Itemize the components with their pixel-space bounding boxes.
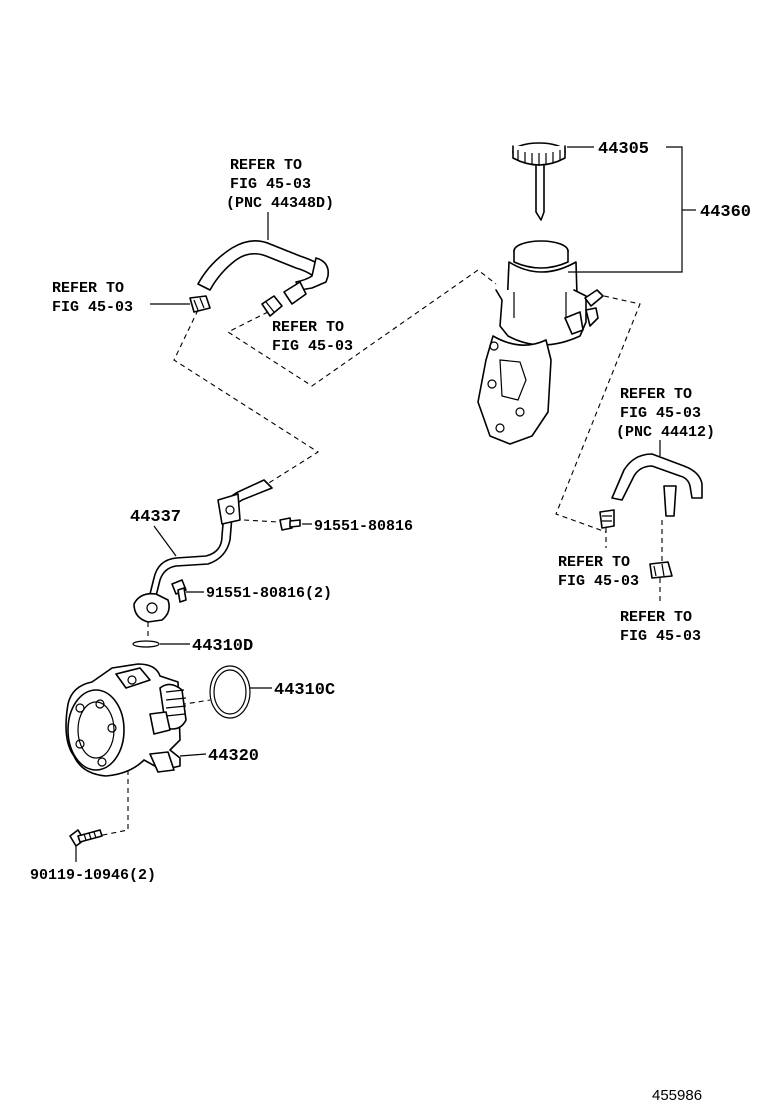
svg-text:REFER TO: REFER TO: [230, 157, 302, 174]
ref-clamp-mid: REFER TO FIG 45-03: [272, 319, 353, 355]
svg-text:FIG 45-03: FIG 45-03: [620, 628, 701, 645]
oring-small[interactable]: [132, 640, 160, 648]
svg-text:(PNC 44348D): (PNC 44348D): [226, 195, 334, 212]
svg-text:REFER TO: REFER TO: [52, 280, 124, 297]
label-pump-bolt: 90119-10946(2): [30, 867, 156, 884]
power-steering-reservoir[interactable]: [477, 240, 604, 445]
svg-text:REFER TO: REFER TO: [558, 554, 630, 571]
label-pump: 44320: [208, 747, 259, 766]
hose-clamp-right-a: [599, 509, 615, 529]
svg-text:FIG 45-03: FIG 45-03: [230, 176, 311, 193]
label-reservoir: 44360: [700, 203, 751, 222]
ref-clamp-left: REFER TO FIG 45-03: [52, 280, 133, 316]
label-bolt-lower: 91551-80816(2): [206, 585, 332, 602]
power-steering-pump[interactable]: [65, 663, 187, 777]
return-hose: [197, 240, 330, 305]
svg-text:FIG 45-03: FIG 45-03: [52, 299, 133, 316]
reservoir-cap[interactable]: [512, 142, 566, 221]
bolt-lower[interactable]: [171, 579, 187, 603]
label-oring-small: 44310D: [192, 637, 253, 656]
ref-clamp-right-a: REFER TO FIG 45-03: [558, 554, 639, 590]
supply-hose: [611, 453, 703, 517]
svg-text:REFER TO: REFER TO: [272, 319, 344, 336]
svg-text:FIG 45-03: FIG 45-03: [558, 573, 639, 590]
svg-text:FIG 45-03: FIG 45-03: [272, 338, 353, 355]
label-cap: 44305: [598, 140, 649, 159]
svg-text:FIG 45-03: FIG 45-03: [620, 405, 701, 422]
svg-text:REFER TO: REFER TO: [620, 609, 692, 626]
diagram-id: 455986: [652, 1087, 702, 1104]
hose-clamp-right-b: [649, 561, 673, 579]
ref-clamp-right-b: REFER TO FIG 45-03: [620, 609, 701, 645]
label-bolt-upper: 91551-80816: [314, 518, 413, 535]
svg-text:(PNC 44412): (PNC 44412): [616, 424, 715, 441]
hose-clamp-left: [189, 295, 211, 313]
ref-hose-top: REFER TO FIG 45-03 (PNC 44348D): [226, 157, 334, 212]
oring-large[interactable]: [209, 665, 251, 719]
label-oring-large: 44310C: [274, 681, 335, 700]
pump-bolt[interactable]: [69, 829, 103, 847]
ref-hose-right: REFER TO FIG 45-03 (PNC 44412): [616, 386, 715, 441]
svg-text:REFER TO: REFER TO: [620, 386, 692, 403]
label-pipe: 44337: [130, 508, 181, 527]
bolt-upper[interactable]: [279, 517, 301, 531]
pressure-pipe[interactable]: [133, 479, 273, 623]
